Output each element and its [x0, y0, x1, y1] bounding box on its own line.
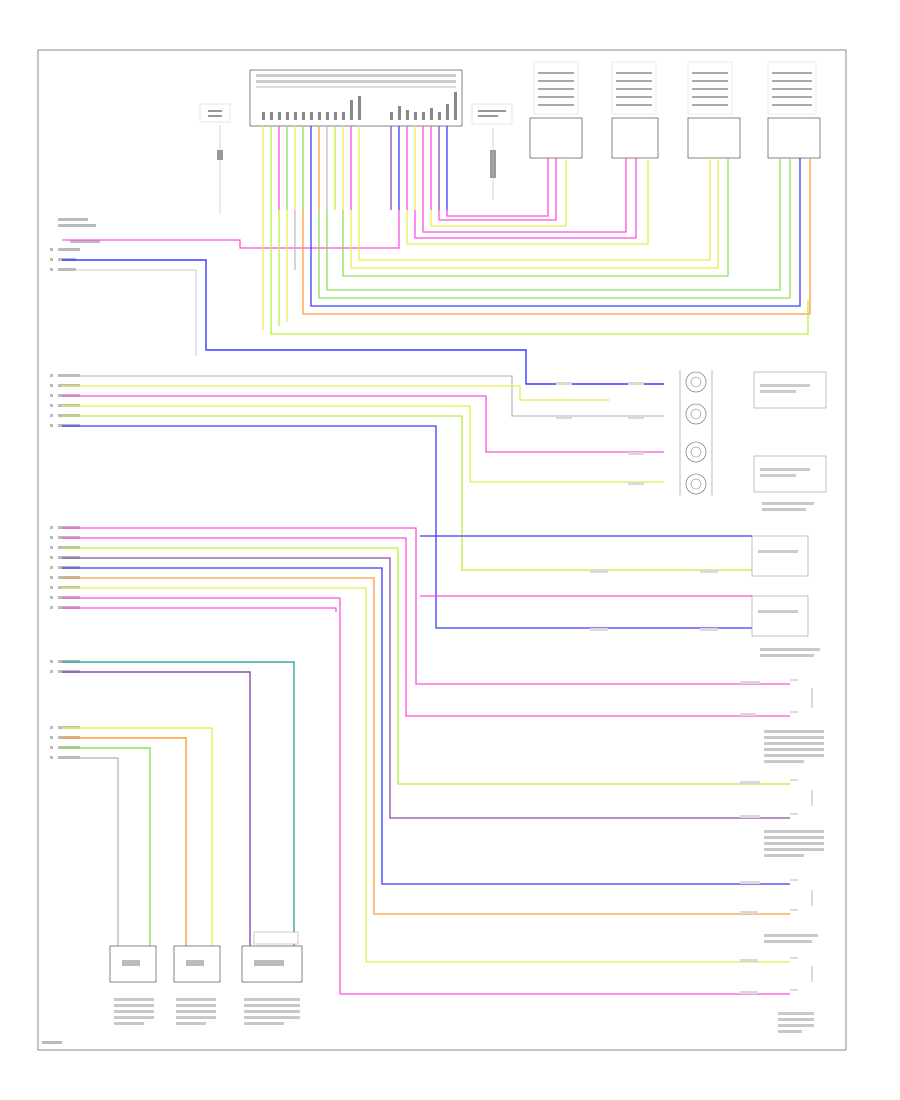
- module-icon: [767, 61, 821, 159]
- speaker-box: [751, 535, 809, 577]
- speaker-icon: [685, 403, 707, 425]
- module-icon: [687, 61, 741, 159]
- top-wire-harness: [62, 126, 811, 335]
- wire-end-labels: [556, 382, 760, 994]
- speaker-icon: [685, 371, 707, 393]
- bottom-wire-group: [62, 661, 295, 946]
- speaker-box: [751, 595, 809, 637]
- module-icon: [109, 945, 157, 983]
- mid-wire-group-2: [62, 527, 790, 995]
- diagram-frame: [37, 49, 847, 1051]
- module-pin-row: [262, 92, 457, 120]
- mid-wire-group-1: [62, 375, 752, 629]
- module-icon: [611, 61, 659, 159]
- speaker-box: [753, 455, 827, 493]
- speaker-box: [753, 371, 827, 409]
- module-icon: [173, 945, 221, 983]
- left-pin-labels: [42, 218, 100, 1044]
- speaker-icon: [685, 441, 707, 463]
- connector-icon: [199, 103, 231, 215]
- ground-icon: [790, 679, 813, 991]
- module-icon: [241, 931, 303, 983]
- module-icon: [529, 61, 583, 159]
- blue-wire: [62, 259, 664, 385]
- right-label-blocks: [114, 502, 824, 1033]
- connector-icon: [471, 103, 513, 200]
- speaker-icon: [685, 473, 707, 495]
- main-module: [249, 69, 463, 127]
